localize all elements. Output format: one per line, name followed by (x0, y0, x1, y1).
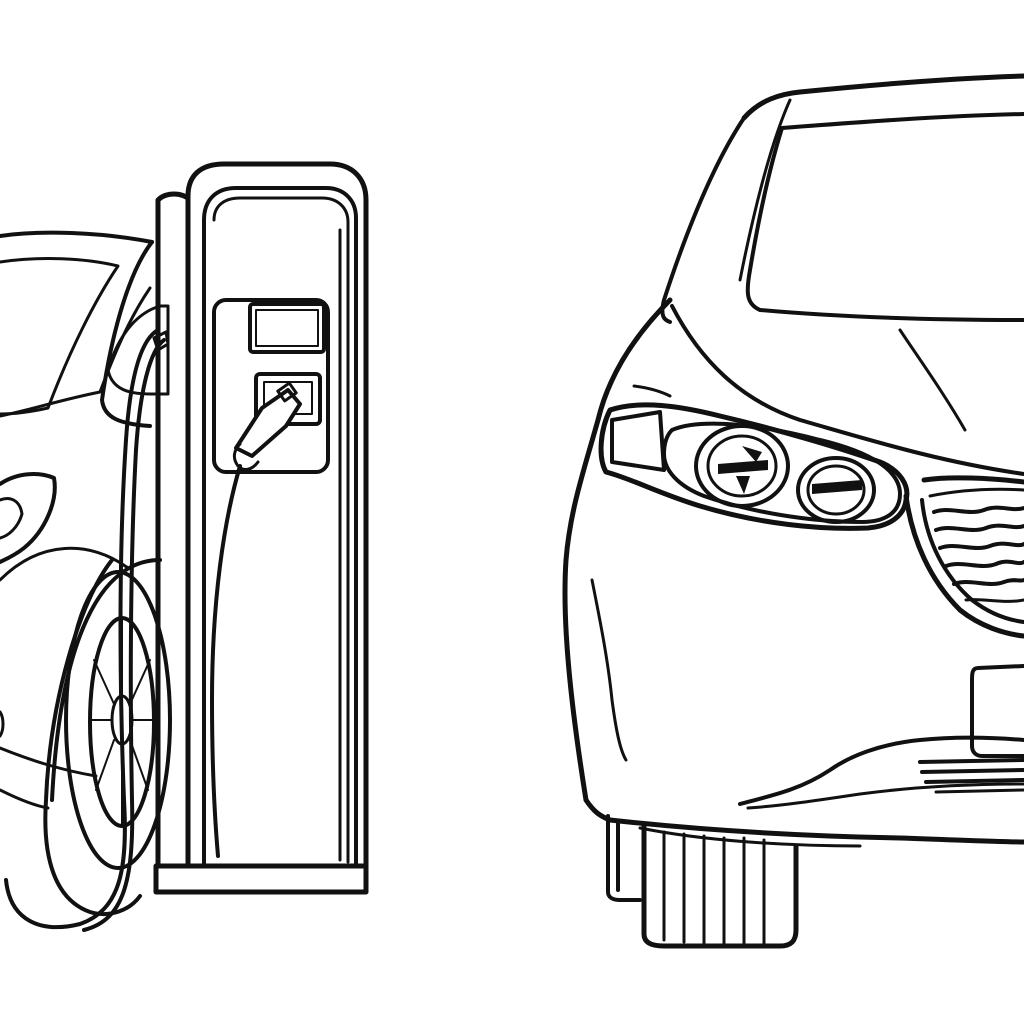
right-car-license-plate (970, 664, 1024, 758)
right-car-bumper-crease (746, 782, 1024, 810)
left-car-lower (0, 788, 50, 810)
cable-loop-inner (82, 338, 166, 932)
charging-station (153, 161, 369, 895)
station-body (185, 161, 369, 883)
left-car-side-light (0, 710, 5, 738)
right-car-pillar-inner (738, 98, 792, 282)
left-car-windshield (0, 257, 120, 416)
station-display-screen (248, 302, 326, 354)
headlight-lamp-right (796, 456, 876, 524)
charging-plug (232, 381, 302, 471)
left-car-hood (0, 286, 152, 418)
right-car-side (562, 297, 673, 823)
right-car-headlight-housing (598, 402, 910, 531)
station-side-panel (155, 191, 193, 883)
charging-cable (4, 328, 170, 932)
station-base (153, 863, 369, 895)
right-car-windshield (745, 112, 1024, 322)
station-face-panel (202, 186, 358, 872)
right-car-wheel-front (641, 823, 799, 949)
right-car-headlight-side (610, 410, 666, 472)
left-car-wheel-arch (50, 558, 162, 802)
headlight-lamp-left (694, 424, 790, 508)
left-car-headlight (0, 472, 57, 564)
cable-loop-outer (4, 328, 160, 930)
cable-lower-loop (43, 558, 142, 916)
left-car-roof (0, 230, 154, 244)
left-car-headlight-inner (0, 497, 24, 540)
right-car-grille (903, 475, 1024, 639)
right-car-hood-line (898, 328, 967, 432)
station-display-inner (255, 309, 319, 347)
right-car-lower-intake (918, 758, 1024, 794)
electric-car-left (0, 230, 172, 870)
right-car-hood-edge (670, 304, 1024, 476)
right-car-a-pillar (660, 116, 746, 324)
station-control-panel (212, 298, 330, 474)
right-car-bottom-edge (607, 817, 1024, 845)
station-cable-front (210, 464, 242, 858)
left-car-mirror (106, 304, 170, 396)
station-inner-recess (212, 196, 350, 864)
cable-connector (152, 330, 170, 352)
left-car-bumper (0, 746, 98, 778)
right-car-roof (741, 73, 1024, 121)
right-car-wheel-left (606, 814, 642, 902)
right-car-side-crease (632, 384, 672, 398)
car-front-right (562, 73, 1024, 949)
right-car-side-lower (590, 578, 628, 762)
left-car-body-edge (100, 240, 154, 428)
left-car-fender (0, 546, 130, 582)
right-car-bumper-line (738, 735, 1024, 806)
